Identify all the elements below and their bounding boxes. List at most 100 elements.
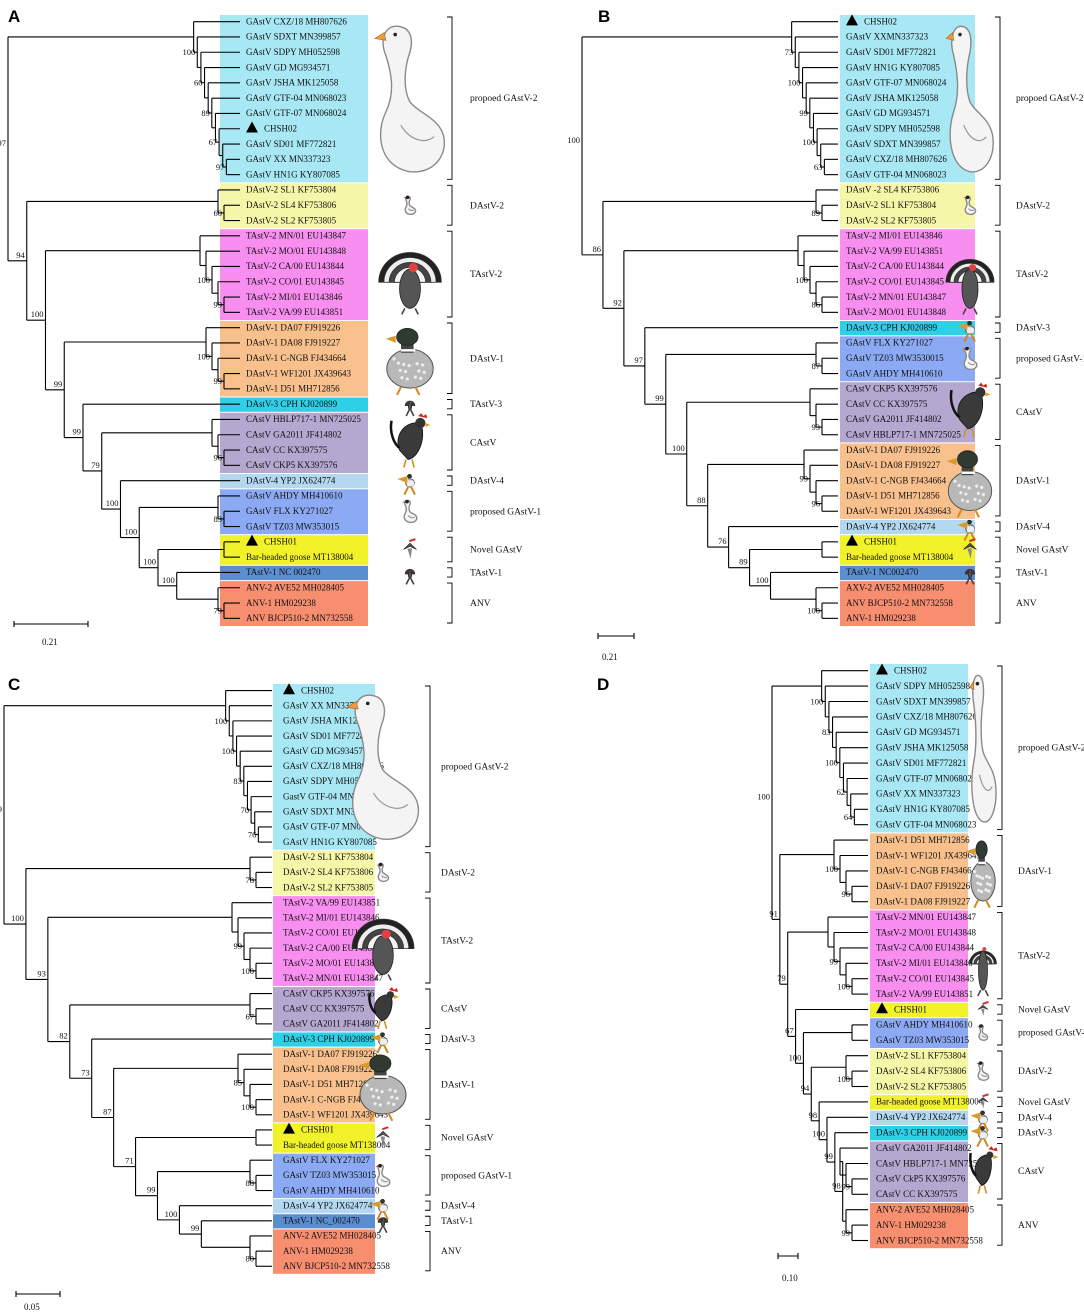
- leaf-label: DAstV-1 DA08 FJ919227: [876, 896, 971, 906]
- chicken-icon: [969, 1146, 999, 1194]
- bootstrap-value: 99: [54, 379, 63, 389]
- clade-label: propoed GAstV-2: [470, 94, 538, 104]
- triangle-marker-icon: [246, 534, 258, 546]
- leaf-label: DAstV-1 DA07 FJ919226: [246, 322, 341, 332]
- clade-highlight-box: [870, 910, 968, 1002]
- duck-icon: [370, 1032, 389, 1054]
- clade-bracket: [447, 184, 453, 226]
- clade-highlight-box: [273, 1032, 375, 1047]
- clade-highlight-box: [840, 183, 975, 229]
- duck-icon: [970, 1126, 989, 1148]
- bootstrap-value: 100: [162, 575, 175, 585]
- bootstrap-value: 100: [788, 78, 801, 88]
- turkey-icon: [964, 568, 976, 585]
- clade-label: TAstV-2: [1018, 952, 1050, 962]
- clade-bracket: [447, 399, 453, 410]
- leaf-label: CAstV CKP5 KX397576: [283, 988, 375, 998]
- clade-highlight-box: [870, 664, 968, 833]
- clade-bracket: [997, 911, 1003, 1000]
- leaf-label: CAstV GA2011 JF414802: [246, 430, 342, 440]
- scale-bar-label: 0.21: [602, 652, 618, 662]
- leaf-label: GAstV FLX KY271027: [283, 1155, 370, 1165]
- clade-bracket: [995, 322, 1001, 333]
- clade-label: DAstV-2: [1016, 201, 1050, 211]
- clade-highlight-box: [220, 15, 368, 183]
- leaf-label: GAstV SD01 MF772821: [283, 731, 373, 741]
- leaf-label: CHSH01: [301, 1125, 334, 1135]
- leaf-label: TAstV-2 VA/99 EU143851: [283, 897, 380, 907]
- bootstrap-value: 83: [233, 776, 242, 786]
- leaf-label: Bar-headed goose MT138004: [283, 1140, 391, 1150]
- leaf-label: GAstV TZ03 MW353015: [246, 521, 340, 531]
- bootstrap-value: 100: [756, 575, 769, 585]
- leaf-label: TAstV-1 NC002470: [846, 567, 919, 577]
- clade-label: DAstV-4: [1016, 523, 1050, 533]
- clade-bracket: [425, 852, 431, 893]
- clade-highlight-box: [840, 565, 975, 581]
- clade-bracket: [997, 1112, 1003, 1123]
- leaf-label: ANV BJCP510-2 MN732558: [846, 598, 953, 608]
- bootstrap-value: 97: [216, 162, 225, 172]
- leaf-label: ANV-1 HM029238: [846, 613, 916, 623]
- clade-bracket: [995, 536, 1001, 563]
- leaf-label: GAstV SDXT MN399857: [246, 32, 341, 42]
- clade-bracket: [997, 1142, 1003, 1200]
- clade-highlight-box: [220, 229, 368, 320]
- leaf-label: DAstV-1 D51 MH712856: [246, 384, 340, 394]
- bootstrap-value: 100: [811, 696, 824, 706]
- leaf-label: TAstV-2 CO/01 EU143845: [876, 973, 974, 983]
- bootstrap-value: 100: [197, 351, 210, 361]
- clade-bracket: [425, 685, 431, 848]
- triangle-marker-icon: [283, 1122, 295, 1134]
- duck-icon: [965, 840, 996, 909]
- bootstrap-value: 100: [567, 135, 580, 145]
- leaf-label: CHSH02: [864, 16, 897, 26]
- clade-bracket: [995, 337, 1001, 379]
- clade-bracket: [425, 1124, 431, 1151]
- chicken-icon: [949, 382, 991, 438]
- leaf-label: TAstV-2 VA/99 EU143851: [876, 989, 973, 999]
- duck-icon: [397, 474, 416, 496]
- clade-bracket: [997, 1019, 1003, 1046]
- clade-highlight-box: [870, 1049, 968, 1095]
- leaf-label: TAstV-2 MI/01 EU143846: [283, 913, 380, 923]
- clade-highlight-box: [220, 474, 368, 489]
- flying-bird-icon: [376, 1126, 390, 1147]
- clade-label: DAstV-2: [1018, 1067, 1052, 1077]
- clade-highlight-box: [840, 519, 975, 535]
- clade-label: DAstV-3: [1018, 1129, 1052, 1139]
- chicken-icon: [368, 986, 400, 1030]
- clade-bracket: [447, 230, 453, 318]
- clade-label: Novel GAstV: [470, 546, 523, 556]
- bootstrap-value: 89: [739, 557, 748, 567]
- duck-icon: [370, 1199, 389, 1221]
- clade-label: TAstV-2: [441, 937, 473, 947]
- bootstrap-value: 82: [59, 1031, 68, 1041]
- bootstrap-value: 79: [91, 460, 100, 470]
- clade-highlight-box: [840, 336, 975, 382]
- clade-highlight-box: [220, 397, 368, 412]
- leaf-label: TAstV-2 MN/01 EU143847: [876, 912, 976, 922]
- clade-bracket: [995, 567, 1001, 578]
- goose-icon: [376, 862, 390, 883]
- leaf-label: TAstV-2 CO/01 EU143845: [283, 928, 381, 938]
- clade-highlight-box: [220, 321, 368, 397]
- bootstrap-value: 83: [822, 727, 831, 737]
- clade-label: proposed GAstV-1: [1018, 1029, 1084, 1039]
- triangle-marker-icon: [283, 683, 295, 695]
- clade-label: DAstV-3: [441, 1035, 475, 1045]
- turkey-icon: [945, 259, 995, 315]
- leaf-label: GAstV AHDY MH410610: [246, 491, 343, 501]
- panel-label: D: [597, 675, 609, 694]
- leaf-label: CAstV CkP5 KX397576: [876, 1174, 966, 1184]
- bootstrap-value: 98: [809, 1110, 818, 1120]
- clade-bracket: [447, 475, 453, 486]
- clade-highlight-box: [870, 1126, 968, 1141]
- bootstrap-value: 100: [124, 527, 137, 537]
- leaf-label: DAstV -2 SL4 KF753806: [846, 185, 940, 195]
- clade-highlight-box: [273, 1199, 375, 1214]
- leaf-label: CAstV GA2011 JF414802: [283, 1019, 379, 1029]
- leaf-label: DAstV-1 DA07 FJ919226: [283, 1049, 378, 1059]
- leaf-label: TAstV-2 CA/00 EU143844: [246, 261, 344, 271]
- clade-label: DAstV-2: [441, 868, 475, 878]
